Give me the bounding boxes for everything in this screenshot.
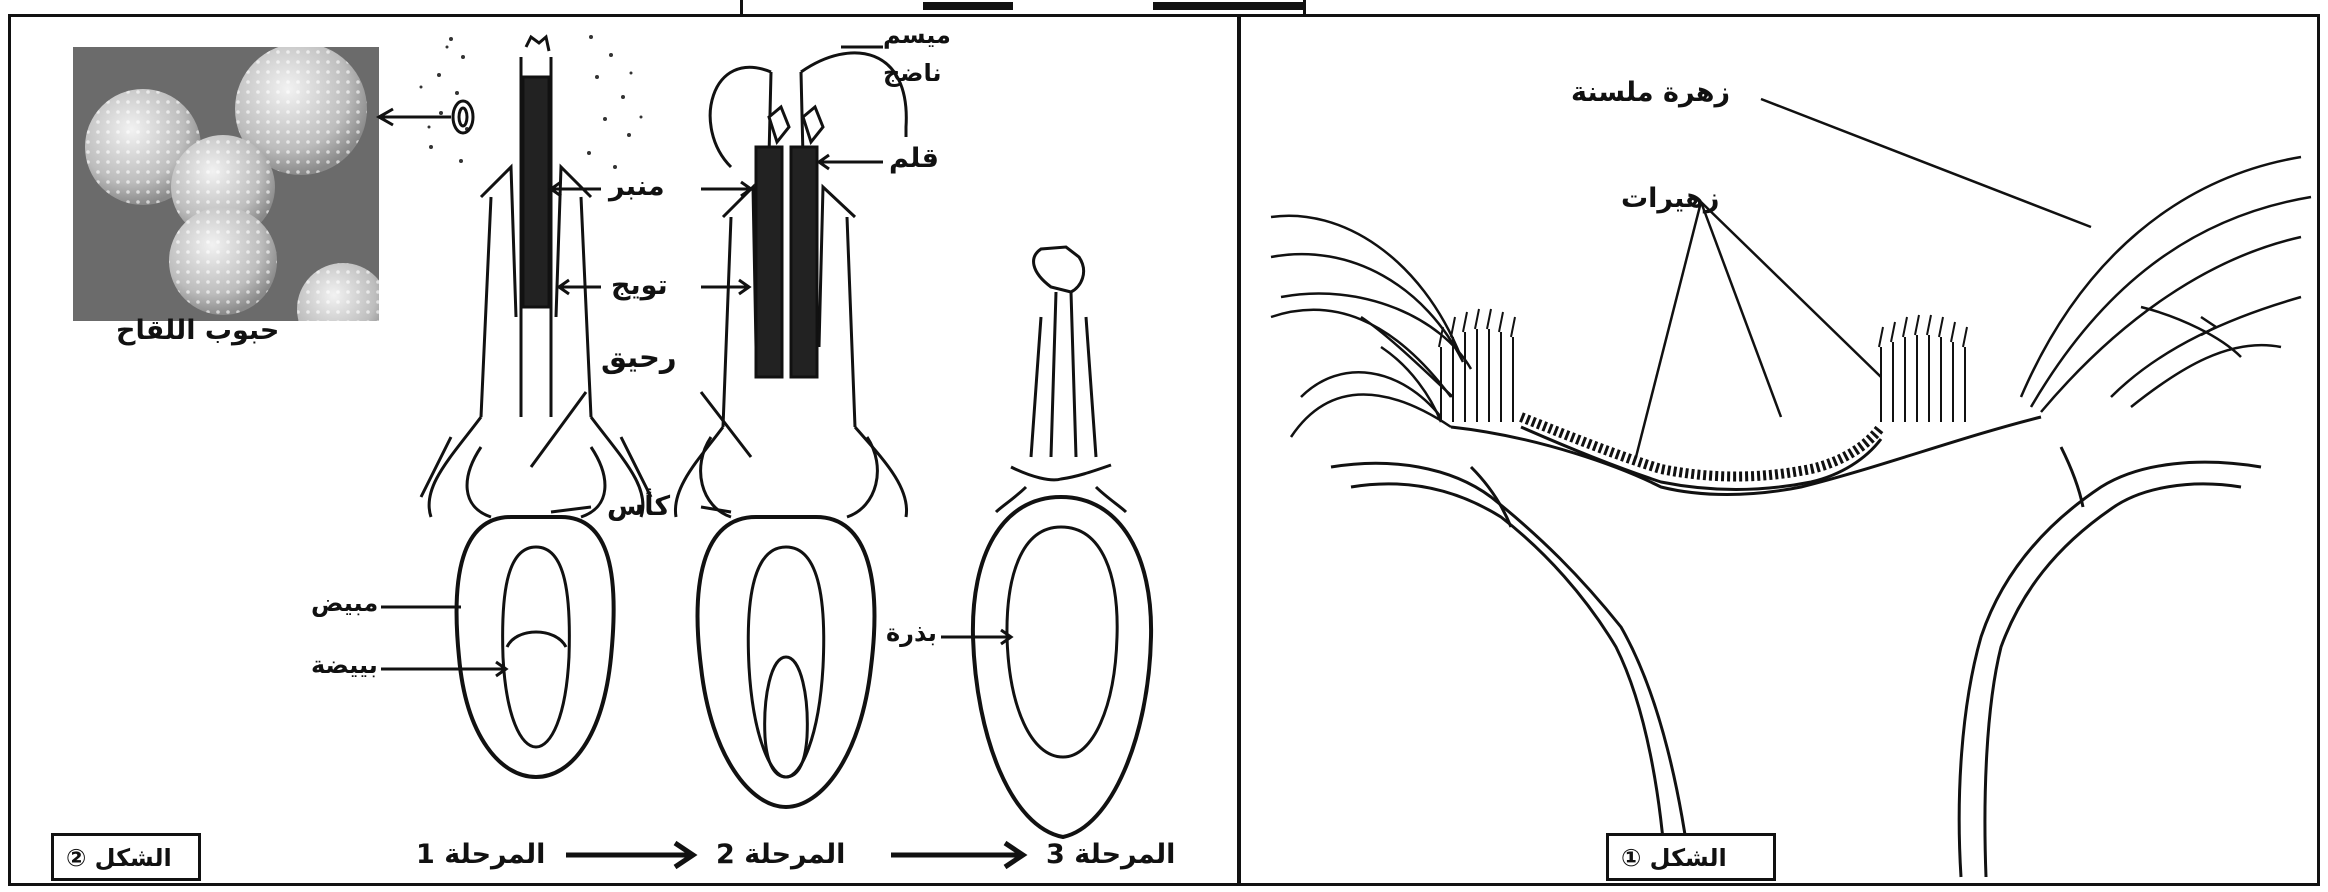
label-leaders	[381, 47, 1011, 676]
label-ligulate-flower: زهرة ملسنة	[1571, 79, 1730, 106]
label-ovule: بييضة	[311, 653, 378, 677]
inflorescence-line-art	[1241, 17, 2323, 889]
figure-tag-box: الشكل ②	[51, 833, 201, 881]
label-nectar: رحيق	[601, 343, 677, 372]
label-seed: بذرة	[886, 621, 937, 645]
header-fragment	[923, 2, 1013, 10]
figure-panel-composite-inflorescence: زهرة ملسنة زهيرات الشكل ①	[1238, 14, 2320, 886]
label-ovary: مبيض	[311, 591, 378, 615]
label-style: قلم	[889, 145, 939, 172]
label-corolla: تويج	[611, 272, 668, 299]
pollen-grain-small	[453, 101, 473, 133]
flower-stage-1	[421, 37, 651, 777]
figure-tag-label: الشكل ①	[1621, 846, 1727, 870]
label-stigma-ripe-line2: ناضج	[883, 61, 942, 85]
flower-stage-2	[675, 53, 906, 807]
label-leaders	[1636, 99, 2091, 457]
stage-3-label: المرحلة 3	[1046, 841, 1175, 868]
flower-stages-line-art	[11, 17, 1243, 889]
label-stigma-ripe-line1: ميسم	[883, 23, 951, 47]
figure-tag-label: الشكل ②	[66, 846, 172, 870]
ligulate-flowers-right	[2021, 157, 2311, 412]
stage-1-label: المرحلة 1	[416, 841, 545, 868]
label-stamen: منبر	[609, 173, 665, 200]
figure-panel-flower-stages: حبوب اللقاح ميسم ناضج قلم منبر تويج رحيق…	[8, 14, 1240, 886]
flower-stage-3	[973, 247, 1151, 837]
figure-tag-box: الشكل ①	[1606, 833, 1776, 881]
label-florets: زهيرات	[1621, 185, 1719, 212]
header-fragment	[1153, 2, 1303, 10]
stage-2-label: المرحلة 2	[716, 841, 845, 868]
label-calyx: كأس	[607, 493, 670, 520]
label-pollen-grains: حبوب اللقاح	[116, 317, 279, 344]
